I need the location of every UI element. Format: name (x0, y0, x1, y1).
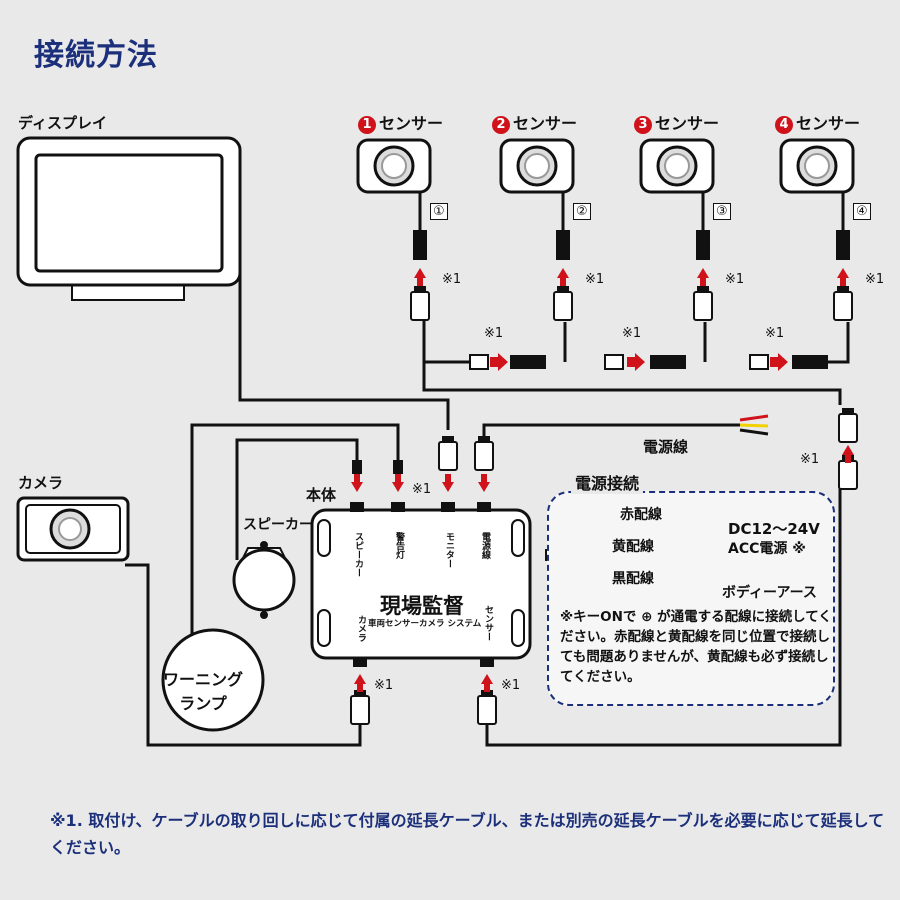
yellow-wire-label: 黄配線 (612, 539, 654, 555)
page-title: 接続方法 (34, 38, 158, 73)
power-note: ※キーONで ⊕ が通電する配線に接続してください。赤配線と黄配線を同じ位置で接… (560, 609, 832, 685)
note-mark-s4: ※1 (865, 272, 885, 287)
port-speaker: スピーカー (353, 532, 363, 577)
red-wire-label: 赤配線 (620, 507, 662, 523)
port-warning-lamp: 警告灯 (394, 532, 404, 559)
sensor-1-text: センサー (379, 114, 444, 133)
note-mark-sensor: ※1 (501, 678, 521, 693)
port-camera: カメラ (356, 615, 366, 642)
sensor-3-number: 3 (634, 116, 652, 134)
sensor-3 (639, 138, 715, 194)
sensor-2-number: 2 (492, 116, 510, 134)
warning-lamp-line2: ランプ (179, 694, 227, 713)
power-wire-tail (739, 414, 769, 436)
main-unit (310, 502, 532, 667)
red-arrows (351, 268, 854, 692)
camera-device (16, 496, 130, 562)
power-connection-heading: 電源接続 (571, 470, 644, 494)
note-mark-s2: ※1 (585, 272, 605, 287)
warning-lamp-device (161, 628, 265, 732)
sensor-4-number: 4 (775, 116, 793, 134)
sensor-3-text: センサー (655, 114, 720, 133)
unit-subtitle: 車両センサーカメラ システム (368, 619, 482, 629)
note-mark-bus2: ※1 (622, 326, 642, 341)
note-mark-unit-top: ※1 (412, 482, 432, 497)
sensor-4 (779, 138, 855, 194)
sensor-1 (356, 138, 432, 194)
note-mark-bus1: ※1 (484, 326, 504, 341)
speaker-device (232, 541, 296, 619)
note-mark-bus3: ※1 (765, 326, 785, 341)
bus-plugs (469, 354, 828, 370)
speaker-label: スピーカー (243, 517, 313, 533)
warning-lamp-line1: ワーニング (163, 670, 244, 689)
note-mark-s1: ※1 (442, 272, 462, 287)
dc-voltage-label: DC12～24V (728, 520, 820, 538)
sensor-2-text: センサー (513, 114, 578, 133)
unit-brand: 現場監督 (380, 593, 464, 618)
power-connection-box (547, 491, 835, 706)
footnote-text: 取付け、ケーブルの取り回しに応じて付属の延長ケーブル、または別売の延長ケーブルを… (50, 811, 885, 857)
port-sensor: センサー (483, 605, 493, 641)
port-power: 電源線 (480, 532, 490, 559)
sensor-4-tag: ④ (853, 203, 871, 220)
footnote-mark: ※1. (50, 811, 83, 830)
unit-top-plugs (352, 460, 403, 474)
power-cable-label: 電源線 (643, 438, 689, 456)
footnote: ※1. 取付け、ケーブルの取り回しに応じて付属の延長ケーブル、または別売の延長ケ… (50, 807, 890, 861)
sensor-plugs (413, 230, 850, 260)
sensor-1-number: 1 (358, 116, 376, 134)
black-wire-label: 黒配線 (612, 571, 654, 587)
camera-label: カメラ (18, 474, 64, 492)
body-earth-label: ボディーアース (722, 585, 817, 601)
display-monitor (16, 136, 242, 301)
note-mark-s3: ※1 (725, 272, 745, 287)
display-label: ディスプレイ (18, 114, 107, 132)
sensor-2-tag: ② (573, 203, 591, 220)
note-mark-camera: ※1 (374, 678, 394, 693)
port-monitor: モニター (444, 532, 454, 568)
sensor-2 (499, 138, 575, 194)
sensor-4-text: センサー (796, 114, 861, 133)
sensor-3-tag: ③ (713, 203, 731, 220)
note-mark-rear: ※1 (800, 452, 820, 467)
main-unit-label: 本体 (306, 486, 337, 504)
warning-lamp-label: ワーニング ランプ (163, 668, 243, 716)
acc-power-label: ACC電源 ※ (728, 541, 806, 557)
sensor-1-tag: ① (430, 203, 448, 220)
